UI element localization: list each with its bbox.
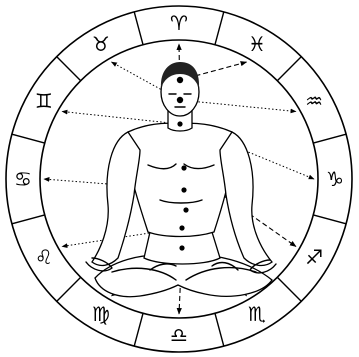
sector-divider <box>57 277 81 301</box>
chakra-forehead <box>177 97 183 103</box>
taurus-icon: ♉ <box>92 32 110 56</box>
virgo-icon: ♍ <box>92 302 110 326</box>
aries-icon: ♈ <box>170 11 188 35</box>
chakra-heart <box>181 165 186 170</box>
leo-icon: ♌ <box>35 245 53 269</box>
scorpio-icon: ♏ <box>248 302 266 326</box>
link-neck-to-gemini <box>62 112 180 125</box>
capricorn-icon: ♑ <box>326 167 344 191</box>
aquarius-icon: ♒ <box>305 89 323 113</box>
sector-divider <box>277 57 301 81</box>
cancer-icon: ♋ <box>14 167 32 191</box>
right-arm <box>220 132 272 265</box>
torso <box>127 123 233 236</box>
sector-divider <box>12 215 45 224</box>
sector-divider <box>277 277 301 301</box>
sector-divider <box>313 215 346 224</box>
chakra-neck <box>177 121 182 126</box>
sector-divider <box>134 12 143 45</box>
sector-divider <box>12 134 45 143</box>
pisces-icon: ♓ <box>248 32 266 56</box>
sector-divider <box>215 12 224 45</box>
sector-divider <box>215 313 224 346</box>
chakra-navel <box>183 207 188 212</box>
libra-icon: ♎ <box>170 323 188 347</box>
chakra-sacral <box>179 225 184 230</box>
sector-divider <box>57 57 81 81</box>
chakra-root <box>179 245 184 250</box>
sector-divider <box>313 134 346 143</box>
sagittarius-icon: ♐ <box>305 245 323 269</box>
chakra-crown <box>177 77 183 83</box>
left-arm <box>92 132 140 265</box>
sector-divider <box>134 313 143 346</box>
gemini-icon: ♊ <box>35 89 53 113</box>
chakra-solar <box>181 187 186 192</box>
